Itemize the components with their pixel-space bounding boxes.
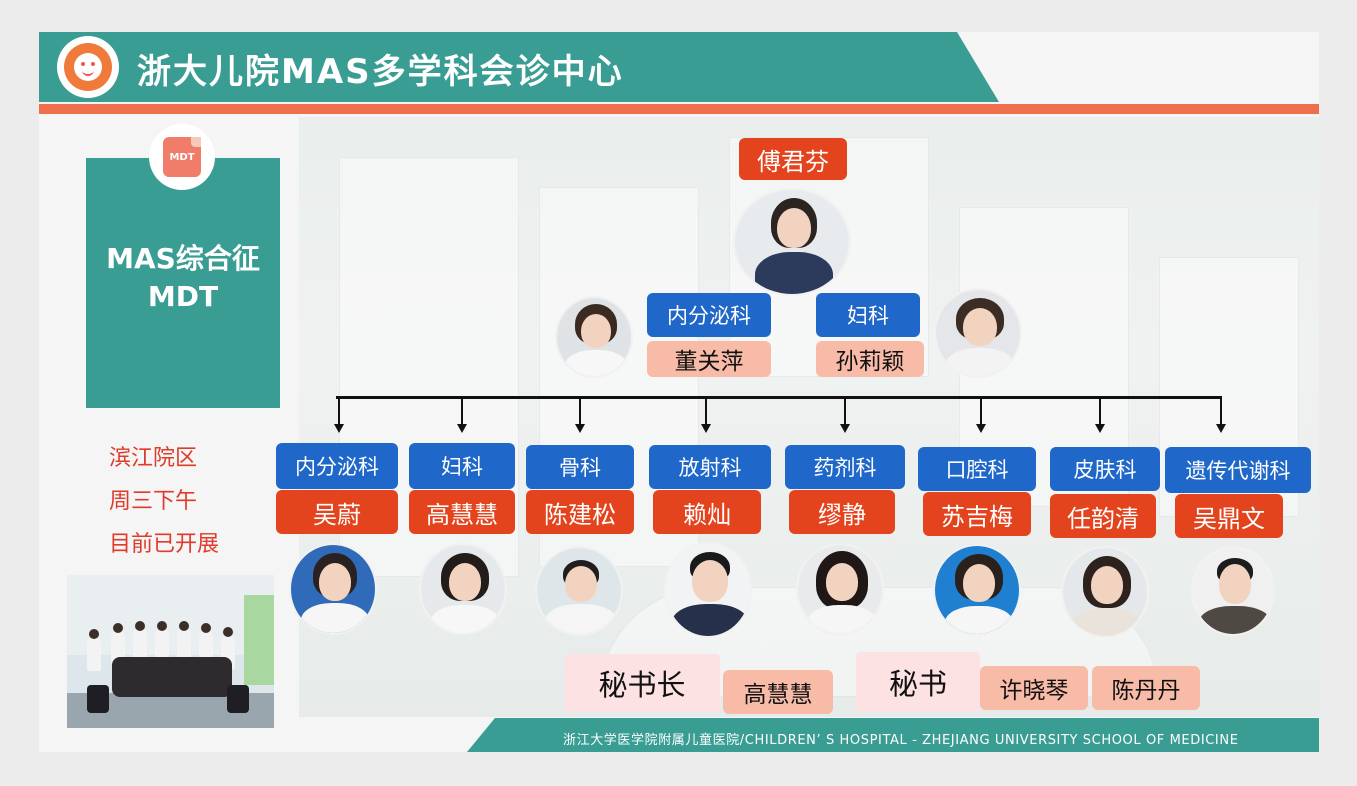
status-text: 目前已开展 <box>109 532 220 557</box>
secretary-name-2: 陈丹丹 <box>1092 666 1200 710</box>
header-accent-stripe <box>39 104 1319 114</box>
member-name-4: 赖灿 <box>653 490 761 534</box>
mdt-document-icon: MDT <box>163 137 201 177</box>
member-dept-6: 口腔科 <box>918 447 1036 491</box>
member-photo-8 <box>1191 546 1275 636</box>
mdt-card <box>86 158 280 408</box>
member-name-1: 吴蔚 <box>276 490 398 534</box>
member-photo-6 <box>933 544 1021 636</box>
member-photo-7 <box>1061 546 1149 638</box>
footer-bar <box>467 718 1319 752</box>
member-dept-5: 药剂科 <box>785 445 905 489</box>
secretary-general-label: 秘书长 <box>564 654 720 712</box>
footer-text: 浙江大学医学院附属儿童医院/CHILDREN’ S HOSPITAL - ZHE… <box>563 733 1239 748</box>
member-dept-2: 妇科 <box>409 443 515 489</box>
leader-name: 傅君芬 <box>739 138 847 180</box>
member-dept-3: 骨科 <box>526 445 634 489</box>
member-name-5: 缪静 <box>789 490 895 534</box>
member-dept-7: 皮肤科 <box>1050 447 1160 491</box>
secretary-general-name: 高慧慧 <box>723 670 833 714</box>
member-name-3: 陈建松 <box>526 490 634 534</box>
member-dept-8: 遗传代谢科 <box>1165 447 1311 493</box>
mdt-title: MAS综合征 MDT <box>86 240 280 316</box>
mdt-title-line2: MDT <box>147 280 219 313</box>
org-connector-line <box>336 396 1222 399</box>
member-photo-1 <box>289 543 377 635</box>
member-name-6: 苏吉梅 <box>923 492 1031 536</box>
secretary-name-1: 许晓琴 <box>980 666 1088 710</box>
slide: 浙大儿院MAS多学科会诊中心 MDT MAS综合征 MDT 滨江院区 周三下午 … <box>39 32 1319 752</box>
mdt-title-line1: MAS综合征 <box>106 242 260 275</box>
deputy-name-1: 董关萍 <box>647 341 771 377</box>
deputy-dept-2: 妇科 <box>816 293 920 337</box>
meeting-photo <box>67 575 274 728</box>
hospital-logo-icon <box>57 36 119 98</box>
member-photo-5 <box>796 543 884 635</box>
deputy-photo-1 <box>555 296 633 378</box>
member-photo-2 <box>419 543 507 635</box>
member-name-8: 吴鼎文 <box>1175 494 1283 538</box>
page-title: 浙大儿院MAS多学科会诊中心 <box>137 52 624 92</box>
secretary-label: 秘书 <box>856 652 980 712</box>
deputy-dept-1: 内分泌科 <box>647 293 771 337</box>
header-bar <box>39 32 999 102</box>
deputy-photo-2 <box>934 288 1022 378</box>
member-dept-4: 放射科 <box>649 445 771 489</box>
member-name-2: 高慧慧 <box>409 490 515 534</box>
member-photo-3 <box>535 546 623 636</box>
leader-photo <box>733 188 851 296</box>
schedule-text: 周三下午 <box>109 489 198 514</box>
mdt-badge: MDT <box>149 124 215 190</box>
location-text: 滨江院区 <box>109 446 198 471</box>
member-name-7: 任韵清 <box>1050 494 1156 538</box>
deputy-name-2: 孙莉颖 <box>816 341 924 377</box>
member-photo-4 <box>664 542 752 638</box>
member-dept-1: 内分泌科 <box>276 443 398 489</box>
